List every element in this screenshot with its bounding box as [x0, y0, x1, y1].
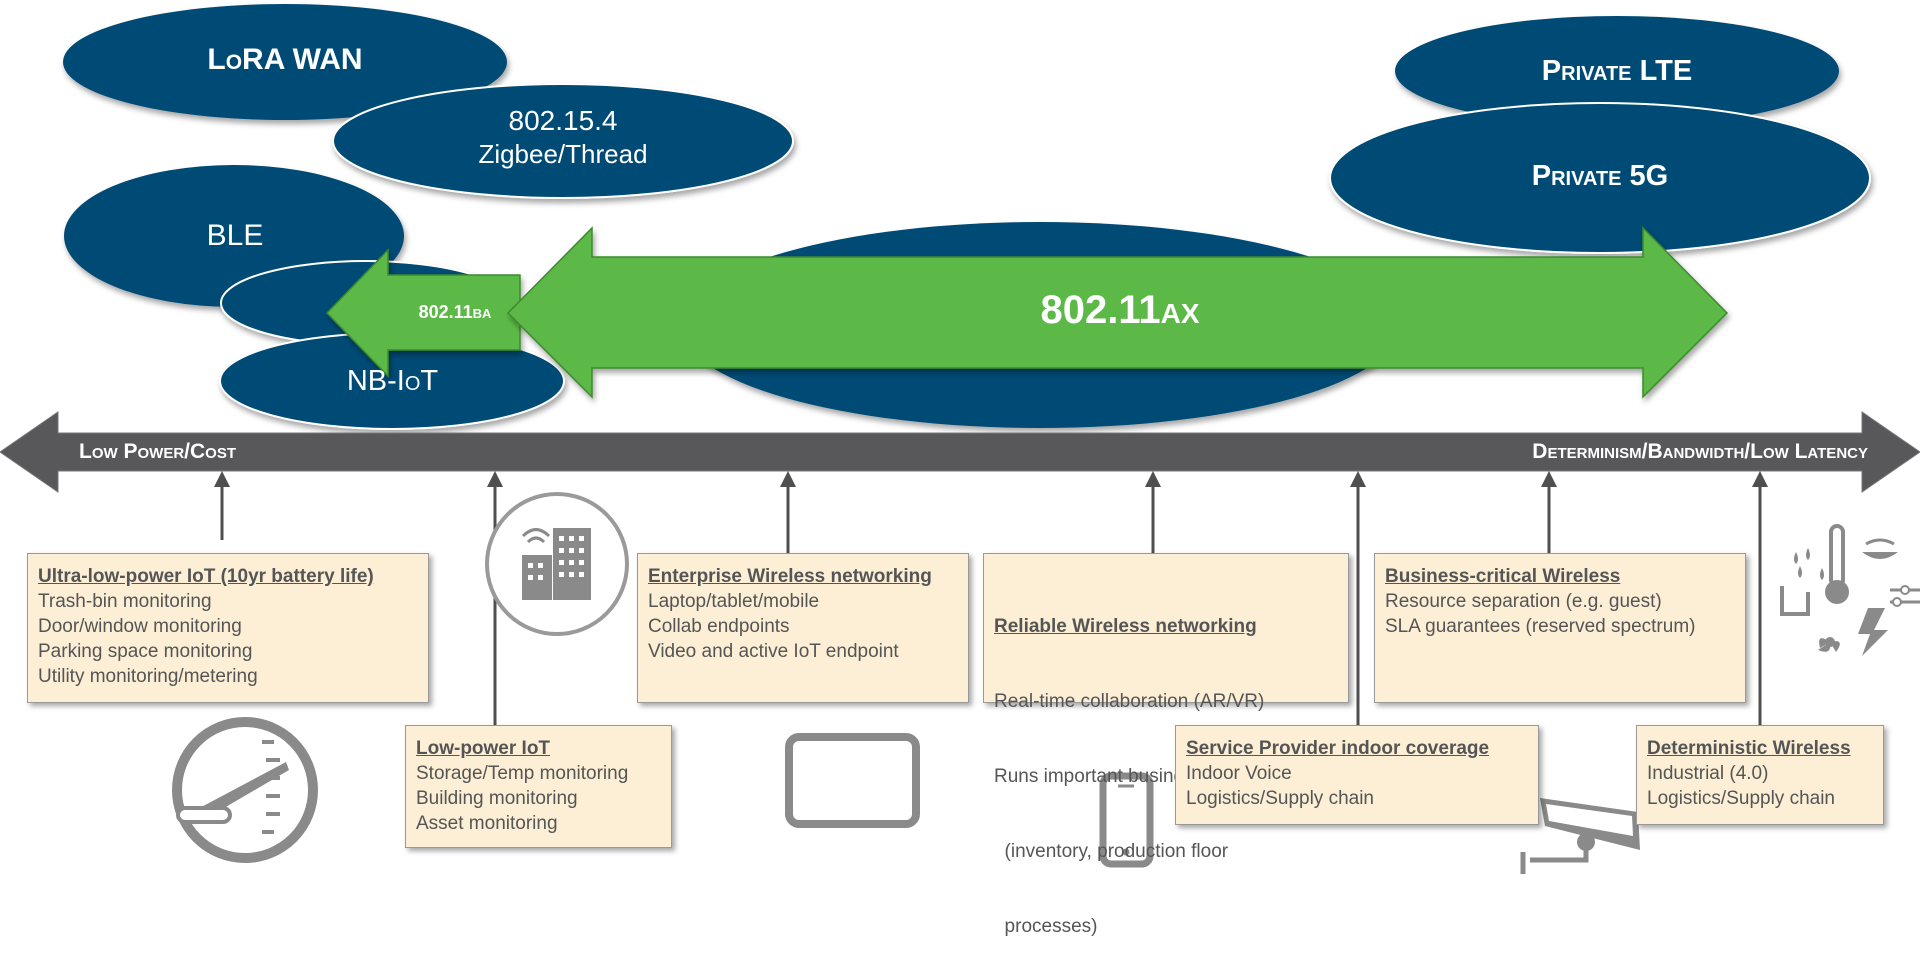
lora-wan-label: LoRA WAN — [207, 43, 363, 76]
oval-lora — [63, 4, 507, 120]
use-case-enterprise-wireless: Enterprise Wireless networking Laptop/ta… — [637, 553, 969, 703]
use-case-item: Indoor Voice — [1186, 763, 1292, 784]
use-case-item: Logistics/Supply chain — [1647, 788, 1835, 809]
security-camera-icon — [1520, 798, 1640, 874]
sensors-icon — [1780, 524, 1920, 656]
use-case-item: Laptop/tablet/mobile — [648, 591, 820, 612]
diagram-graphics — [0, 4, 1920, 874]
spectrum-axis-arrow — [0, 411, 1920, 493]
use-case-title: Deterministic Wireless — [1647, 738, 1851, 759]
use-case-item: Asset monitoring — [416, 813, 558, 834]
wireless-landscape-diagram: LoRA WAN 802.15.4 Zigbee/Thread BLE NB-I… — [0, 4, 1920, 937]
private-5g-label: Private 5G — [1531, 160, 1669, 192]
wifi-ba-label: 802.11ba — [418, 302, 492, 322]
use-case-item: Real-time collaboration (AR/VR) — [994, 691, 1265, 712]
use-case-item: Logistics/Supply chain — [1186, 788, 1374, 809]
use-case-title: Reliable Wireless networking — [994, 616, 1257, 637]
use-case-title: Enterprise Wireless networking — [648, 566, 932, 587]
use-case-item: Parking space monitoring — [38, 641, 253, 662]
phone-icon — [1099, 772, 1154, 868]
use-case-item: Collab endpoints — [648, 616, 790, 637]
axis-right-label: Determinism/Bandwidth/Low Latency — [1532, 440, 1868, 463]
use-case-item: Trash-bin monitoring — [38, 591, 212, 612]
use-case-item: Building monitoring — [416, 788, 578, 809]
use-case-business-critical-wireless: Business-critical Wireless Resource sepa… — [1374, 553, 1746, 703]
use-case-service-provider-indoor: Service Provider indoor coverage Indoor … — [1175, 725, 1539, 825]
private-lte-label: Private LTE — [1541, 55, 1693, 87]
arrow-80211ax — [506, 226, 1729, 399]
building-wifi-icon — [485, 492, 629, 636]
use-case-title: Ultra-low-power IoT (10yr battery life) — [38, 566, 374, 587]
axis-left-label: Low Power/Cost — [79, 440, 236, 463]
connector-arrows — [214, 471, 1768, 728]
oval-private-lte — [1395, 16, 1839, 126]
use-case-title: Business-critical Wireless — [1385, 566, 1621, 587]
use-case-item: SLA guarantees (reserved spectrum) — [1385, 616, 1696, 637]
use-case-ultra-low-power-iot: Ultra-low-power IoT (10yr battery life) … — [27, 553, 429, 703]
use-case-reliable-wireless: Reliable Wireless networking Real-time c… — [983, 553, 1349, 937]
zigbee-label: 802.15.4 Zigbee/Thread — [370, 104, 756, 170]
ble-label: BLE — [206, 219, 264, 252]
tablet-icon — [785, 733, 920, 828]
zigbee-line2: Zigbee/Thread — [478, 139, 648, 169]
use-case-low-power-iot: Low-power IoT Storage/Temp monitoring Bu… — [405, 725, 672, 848]
zigbee-line1: 802.15.4 — [508, 105, 618, 136]
use-case-item: (inventory, production floor — [994, 841, 1229, 862]
use-case-item: Industrial (4.0) — [1647, 763, 1769, 784]
nbiot-label: NB-IoT — [346, 365, 439, 397]
use-case-item: Storage/Temp monitoring — [416, 763, 629, 784]
meter-icon — [172, 717, 318, 863]
use-case-item: Utility monitoring/metering — [38, 666, 258, 687]
use-case-item: Resource separation (e.g. guest) — [1385, 591, 1662, 612]
wifi-ax-label: 802.11ax — [1040, 288, 1200, 332]
use-case-deterministic-wireless: Deterministic Wireless Industrial (4.0) … — [1636, 725, 1884, 825]
use-case-title: Low-power IoT — [416, 738, 551, 759]
oval-zigbee — [332, 83, 794, 199]
oval-private-5g — [1329, 102, 1871, 254]
use-case-item: Video and active IoT endpoint — [648, 641, 899, 662]
use-case-item: Door/window monitoring — [38, 616, 242, 637]
use-case-title: Service Provider indoor coverage — [1186, 738, 1490, 759]
use-case-item: processes) — [994, 916, 1098, 937]
